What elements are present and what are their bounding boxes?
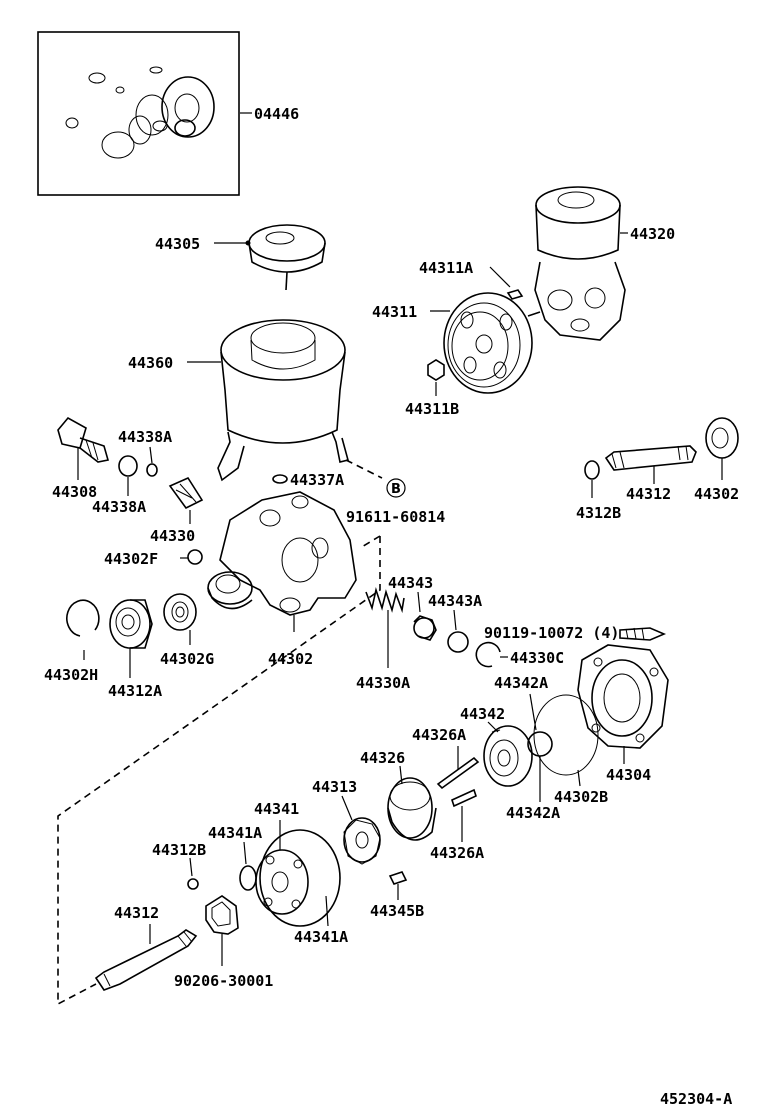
label-44311: 44311 <box>372 303 417 321</box>
o-ring-44341A <box>239 841 257 891</box>
bolt-90119 <box>619 627 667 641</box>
shaft-44312-left <box>94 924 198 991</box>
pulley <box>430 292 533 394</box>
label-44312A: 44312A <box>108 682 162 700</box>
label-44302G: 44302G <box>160 650 214 668</box>
snap-ring-4312B <box>584 460 600 498</box>
label-44311A: 44311A <box>419 259 473 277</box>
label-44326: 44326 <box>360 749 405 767</box>
label-44308: 44308 <box>52 483 97 501</box>
dashed-guide-lines <box>57 459 383 1006</box>
label-91611-60814: 91611-60814 <box>346 508 445 526</box>
oil-seal-44302G <box>163 593 197 645</box>
shaft-44312-right <box>604 445 697 484</box>
o-ring-44337A <box>272 474 288 484</box>
pump-assembly <box>527 186 628 341</box>
plug-44343 <box>413 591 437 641</box>
reference-b-marker: B <box>386 478 406 498</box>
flow-control-valve <box>168 476 204 524</box>
reservoir <box>187 319 349 482</box>
part-labels: 04446 44305 44320 44311A 44311 44360 443… <box>44 105 739 1108</box>
label-44342A-bottom: 44342A <box>506 804 560 822</box>
label-44342: 44342 <box>460 705 505 723</box>
label-44345B: 44345B <box>370 902 424 920</box>
label-44330: 44330 <box>150 527 195 545</box>
spring-44330A <box>365 587 405 668</box>
label-44341A-bottom: 44341A <box>294 928 348 946</box>
rear-housing <box>577 644 669 764</box>
figure-code: 452304-A <box>660 1090 732 1108</box>
o-ring-44342A <box>527 693 553 802</box>
union-fitting <box>57 416 110 480</box>
seal-90206 <box>205 895 239 966</box>
snap-ring-44312B <box>187 857 199 890</box>
reservoir-cap <box>214 224 326 291</box>
front-side-plate <box>255 820 341 927</box>
label-44302-right: 44302 <box>694 485 739 503</box>
label-44338A-top: 44338A <box>118 428 172 446</box>
label-44338A-bottom: 44338A <box>92 498 146 516</box>
label-44313: 44313 <box>312 778 357 796</box>
label-44341: 44341 <box>254 800 299 818</box>
o-rings-44338A <box>118 446 158 496</box>
snap-ring-44330C <box>475 641 508 668</box>
label-4312B: 4312B <box>576 504 621 522</box>
bearing-44312A <box>109 599 153 678</box>
label-04446: 04446 <box>254 105 299 123</box>
label-44330A: 44330A <box>356 674 410 692</box>
label-44342A-top: 44342A <box>494 674 548 692</box>
cam-ring <box>387 765 437 841</box>
label-44330C: 44330C <box>510 649 564 667</box>
label-44302: 44302 <box>268 650 313 668</box>
label-44326A-top: 44326A <box>412 726 466 744</box>
label-44341A-top: 44341A <box>208 824 262 842</box>
label-44312B-left: 44312B <box>152 841 206 859</box>
gasket-44302B <box>533 694 599 787</box>
label-44302F: 44302F <box>104 550 158 568</box>
label-90206-30001: 90206-30001 <box>174 972 273 990</box>
label-44304: 44304 <box>606 766 651 784</box>
label-44320: 44320 <box>630 225 675 243</box>
o-ring-44343A <box>447 609 469 653</box>
vanes <box>388 871 408 900</box>
label-44311B: 44311B <box>405 400 459 418</box>
reference-b-text: B <box>391 482 401 497</box>
label-44312-right: 44312 <box>626 485 671 503</box>
snap-ring-44302H <box>66 599 100 660</box>
label-90119-10072: 90119-10072 (4) <box>484 624 619 642</box>
label-44337A: 44337A <box>290 471 344 489</box>
pins-44326A <box>436 746 480 842</box>
label-44326A-bottom: 44326A <box>430 844 484 862</box>
rotor <box>341 795 381 865</box>
label-44302H: 44302H <box>44 666 98 684</box>
label-44343A: 44343A <box>428 592 482 610</box>
pulley-key <box>489 266 524 300</box>
label-44305: 44305 <box>155 235 200 253</box>
label-44312-left: 44312 <box>114 904 159 922</box>
oil-seal-right <box>705 417 739 480</box>
pulley-nut <box>427 359 445 396</box>
label-44360: 44360 <box>128 354 173 372</box>
gasket-kit-box <box>37 31 252 196</box>
label-44302B: 44302B <box>554 788 608 806</box>
label-44343: 44343 <box>388 574 433 592</box>
pump-housing <box>207 491 357 632</box>
side-plate-44342 <box>483 721 533 787</box>
plug-44302F <box>180 549 203 565</box>
